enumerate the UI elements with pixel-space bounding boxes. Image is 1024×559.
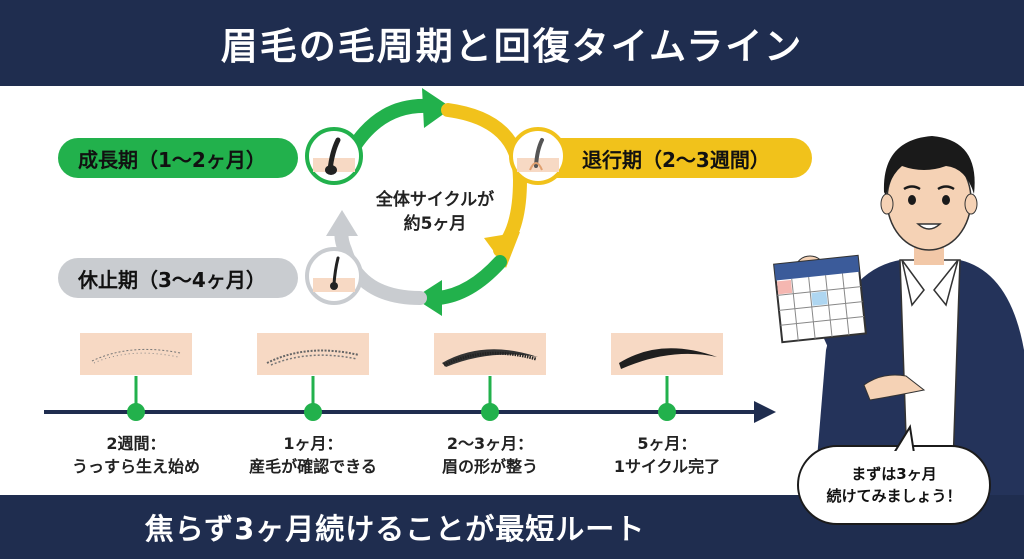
timeline-label: 2〜3ヶ月： 眉の形が整う xyxy=(400,432,580,478)
header-banner: 眉毛の毛周期と回復タイムライン xyxy=(0,0,1024,86)
presenter-illustration xyxy=(773,136,1024,496)
eyebrow-stage-4 xyxy=(611,333,723,375)
rest-follicle-icon xyxy=(305,247,363,305)
timeline-marker xyxy=(481,403,499,421)
cycle-duration-line1: 全体サイクルが xyxy=(375,190,495,210)
timeline-label: 5ヶ月： 1サイクル完了 xyxy=(577,432,757,478)
speech-line1: まずは3ヶ月 xyxy=(851,465,937,483)
timeline-label-line2: 眉の形が整う xyxy=(441,457,538,476)
eyebrow-full-image xyxy=(619,348,717,369)
speech-line2: 続けてみましょう！ xyxy=(826,487,962,505)
timeline-label-line1: 5ヶ月： xyxy=(637,434,697,453)
page-title: 眉毛の毛周期と回復タイムライン xyxy=(220,25,804,68)
regression-phase-text: 退行期（2〜3週間） xyxy=(582,147,770,172)
growth-follicle-icon xyxy=(305,127,363,185)
regression-phase-label: 退行期（2〜3週間） xyxy=(520,138,812,178)
timeline-marker xyxy=(304,403,322,421)
timeline-label: 1ヶ月： 産毛が確認できる xyxy=(223,432,403,478)
timeline-label-line1: 1ヶ月： xyxy=(283,434,343,453)
timeline-label: 2週間： うっすら生え始め xyxy=(46,432,226,478)
eyebrow-stage-3 xyxy=(434,333,546,375)
timeline-marker xyxy=(658,403,676,421)
rest-phase-label: 休止期（3〜4ヶ月） xyxy=(58,258,298,298)
timeline-label-line1: 2週間： xyxy=(106,434,166,453)
eyebrow-stage-1 xyxy=(80,333,192,375)
timeline-label-line2: うっすら生え始め xyxy=(71,457,200,476)
timeline-label-line2: 1サイクル完了 xyxy=(613,457,721,476)
timeline-label-line1: 2〜3ヶ月： xyxy=(446,434,534,453)
timeline-marker xyxy=(127,403,145,421)
eyebrow-fine-hair-image xyxy=(266,349,360,366)
speech-bubble: まずは3ヶ月 続けてみましょう！ xyxy=(797,445,991,525)
eyebrow-sparse-image xyxy=(91,348,181,364)
growth-phase-text: 成長期（1〜2ヶ月） xyxy=(78,147,266,172)
eyebrow-shaped-image xyxy=(442,349,538,367)
timeline-label-line2: 産毛が確認できる xyxy=(249,457,377,476)
speech-bubble-tail xyxy=(893,424,917,457)
rest-phase-text: 休止期（3〜4ヶ月） xyxy=(78,267,266,292)
footer-message: 焦らず3ヶ月続けることが最短ルート xyxy=(144,512,646,546)
cycle-duration-text: 全体サイクルが 約5ヶ月 xyxy=(360,188,510,236)
growth-phase-label: 成長期（1〜2ヶ月） xyxy=(58,138,298,178)
eyebrow-stage-2 xyxy=(257,333,369,375)
cycle-duration-line2: 約5ヶ月 xyxy=(403,214,467,234)
regression-follicle-icon xyxy=(509,127,567,185)
